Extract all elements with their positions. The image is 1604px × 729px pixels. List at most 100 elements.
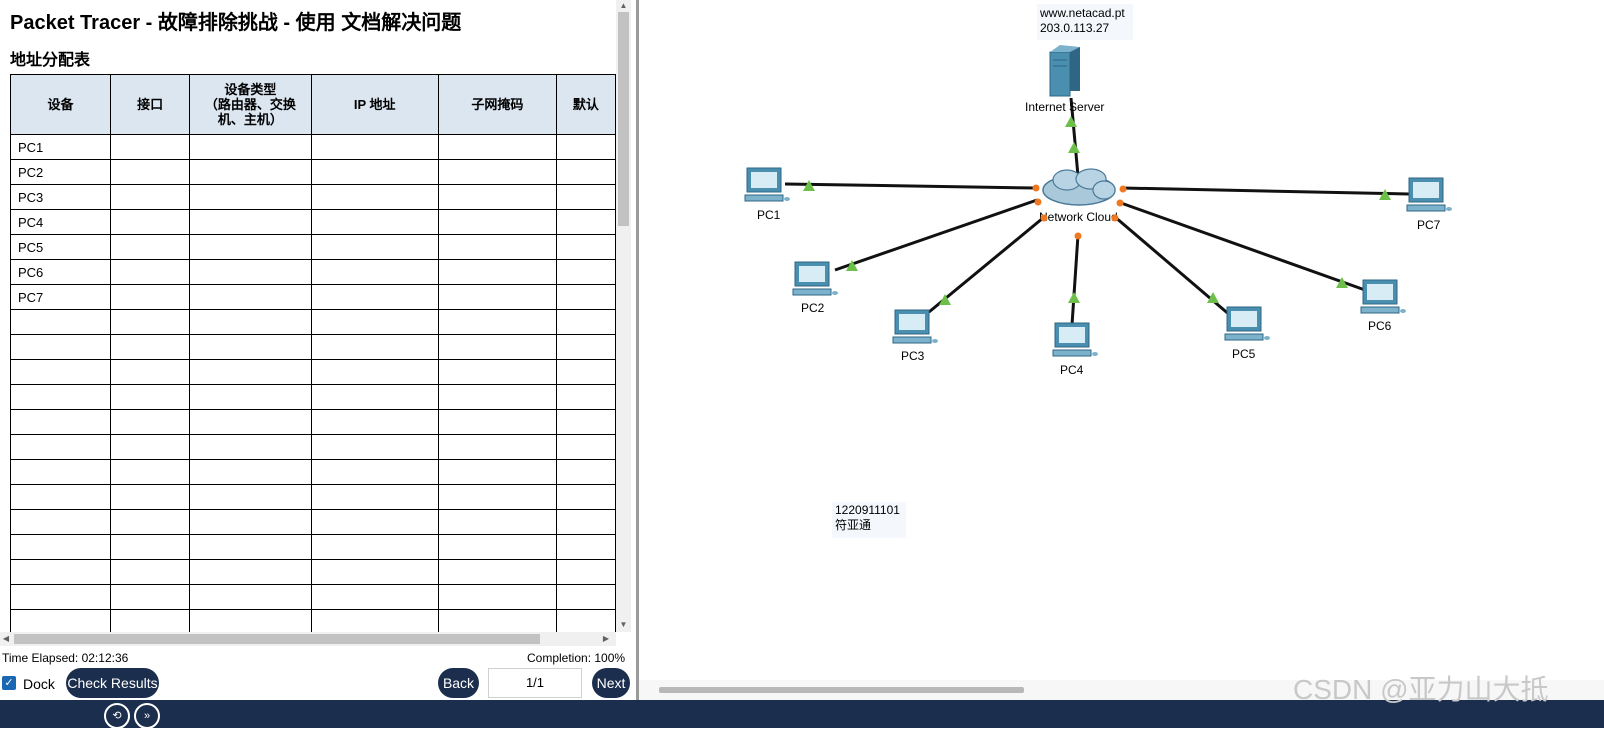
table-cell[interactable] [109,334,191,360]
document-vertical-scrollbar[interactable]: ▲ ▼ [616,0,631,632]
device-cell[interactable] [10,409,111,435]
rewind-icon[interactable]: ⟲ [104,703,130,729]
table-cell[interactable] [310,359,439,385]
table-cell[interactable] [310,234,439,260]
table-cell[interactable] [189,259,312,285]
pc-icon[interactable] [892,309,938,344]
scrollbar-thumb[interactable] [618,12,629,226]
table-cell[interactable] [109,409,191,435]
pc-icon[interactable] [1406,177,1452,212]
table-cell[interactable] [437,409,557,435]
next-button[interactable]: Next [592,668,630,698]
device-cell[interactable]: PC2 [10,159,111,185]
table-cell[interactable] [437,559,557,585]
link-pc2-cloud[interactable] [834,198,1038,272]
table-cell[interactable] [555,334,616,360]
table-cell[interactable] [310,609,439,632]
table-cell[interactable] [310,334,439,360]
pc-icon[interactable] [1052,322,1098,357]
link-pc3-cloud[interactable] [928,216,1044,314]
device-cell[interactable] [10,484,111,510]
device-cell[interactable]: PC3 [10,184,111,210]
table-cell[interactable] [310,409,439,435]
table-cell[interactable] [109,309,191,335]
table-cell[interactable] [437,234,557,260]
student-note[interactable]: 1220911101 符亚通 [832,502,906,538]
back-button[interactable]: Back [438,668,479,698]
table-cell[interactable] [555,534,616,560]
pc-icon[interactable] [1224,306,1270,341]
pc-icon[interactable] [744,167,790,202]
device-cell[interactable] [10,584,111,610]
table-cell[interactable] [437,509,557,535]
table-cell[interactable] [555,309,616,335]
table-cell[interactable] [310,184,439,210]
table-cell[interactable] [555,134,616,160]
table-cell[interactable] [437,259,557,285]
table-cell[interactable] [109,484,191,510]
table-cell[interactable] [555,384,616,410]
scroll-down-icon[interactable]: ▼ [619,620,628,629]
link-pc4-cloud[interactable] [1070,234,1080,326]
table-cell[interactable] [437,184,557,210]
topology-diagram[interactable]: Network Cloud Internet Server PC1PC2PC3P… [639,0,1604,680]
table-cell[interactable] [109,209,191,235]
table-cell[interactable] [189,134,312,160]
pane-splitter[interactable] [636,0,639,700]
table-cell[interactable] [310,159,439,185]
table-cell[interactable] [437,134,557,160]
table-cell[interactable] [310,509,439,535]
table-cell[interactable] [437,334,557,360]
table-cell[interactable] [189,434,312,460]
table-cell[interactable] [437,159,557,185]
table-cell[interactable] [189,409,312,435]
table-cell[interactable] [437,309,557,335]
table-cell[interactable] [109,234,191,260]
table-cell[interactable] [555,284,616,310]
dock-checkbox[interactable]: ✓ [2,676,16,690]
table-cell[interactable] [555,359,616,385]
device-cell[interactable] [10,459,111,485]
scrollbar-thumb[interactable] [659,687,1024,693]
table-cell[interactable] [109,434,191,460]
table-cell[interactable] [437,359,557,385]
link-pc6-cloud[interactable] [1120,201,1366,292]
table-cell[interactable] [555,409,616,435]
pc-icon[interactable] [1360,279,1406,314]
table-cell[interactable] [310,484,439,510]
table-cell[interactable] [189,209,312,235]
table-cell[interactable] [310,309,439,335]
device-cell[interactable] [10,359,111,385]
table-cell[interactable] [109,509,191,535]
device-cell[interactable]: PC6 [10,259,111,285]
fast-forward-icon[interactable]: » [134,703,160,729]
table-cell[interactable] [310,534,439,560]
scroll-right-icon[interactable]: ▶ [602,634,610,643]
table-cell[interactable] [109,609,191,632]
network-cloud-icon[interactable] [1042,168,1116,206]
document-viewport[interactable]: Packet Tracer - 故障排除挑战 - 使用 文档解决问题 地址分配表… [0,0,616,632]
table-cell[interactable] [109,459,191,485]
table-cell[interactable] [109,184,191,210]
device-cell[interactable]: PC7 [10,284,111,310]
table-cell[interactable] [437,209,557,235]
table-cell[interactable] [555,434,616,460]
table-cell[interactable] [109,134,191,160]
device-cell[interactable] [10,434,111,460]
device-cell[interactable]: PC4 [10,209,111,235]
table-cell[interactable] [555,259,616,285]
table-cell[interactable] [310,559,439,585]
table-cell[interactable] [189,584,312,610]
server-note[interactable]: www.netacad.pt 203.0.113.27 [1037,4,1133,40]
table-cell[interactable] [310,284,439,310]
table-cell[interactable] [189,559,312,585]
table-cell[interactable] [189,509,312,535]
table-cell[interactable] [555,484,616,510]
table-cell[interactable] [189,609,312,632]
device-cell[interactable]: PC5 [10,234,111,260]
scroll-left-icon[interactable]: ◀ [2,634,10,643]
table-cell[interactable] [109,584,191,610]
table-cell[interactable] [437,484,557,510]
server-icon[interactable] [1049,45,1080,97]
